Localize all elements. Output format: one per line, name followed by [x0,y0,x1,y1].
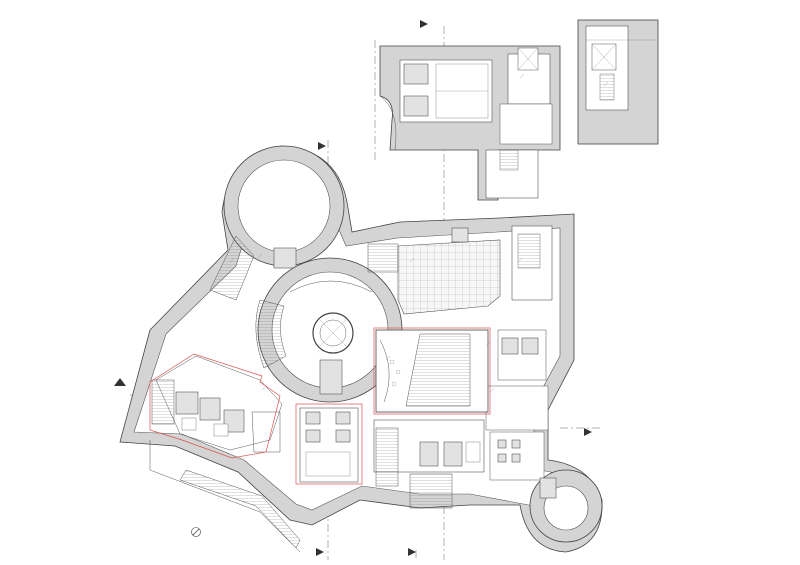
north-symbol-icon [191,527,201,537]
tiled-hall [367,227,501,315]
north-annex [379,45,561,201]
round-tower-se [529,469,603,543]
tick-marks [229,73,609,393]
entrance-ramp [149,440,301,553]
section-markers [114,20,592,556]
south-mid-rooms [373,419,485,509]
west-wing [149,353,283,459]
north-east-tower [577,19,659,145]
east-block [485,225,553,481]
auditorium [373,327,491,415]
circular-hall [255,257,403,403]
wc-block [295,403,363,485]
round-tower-nw [209,145,345,301]
